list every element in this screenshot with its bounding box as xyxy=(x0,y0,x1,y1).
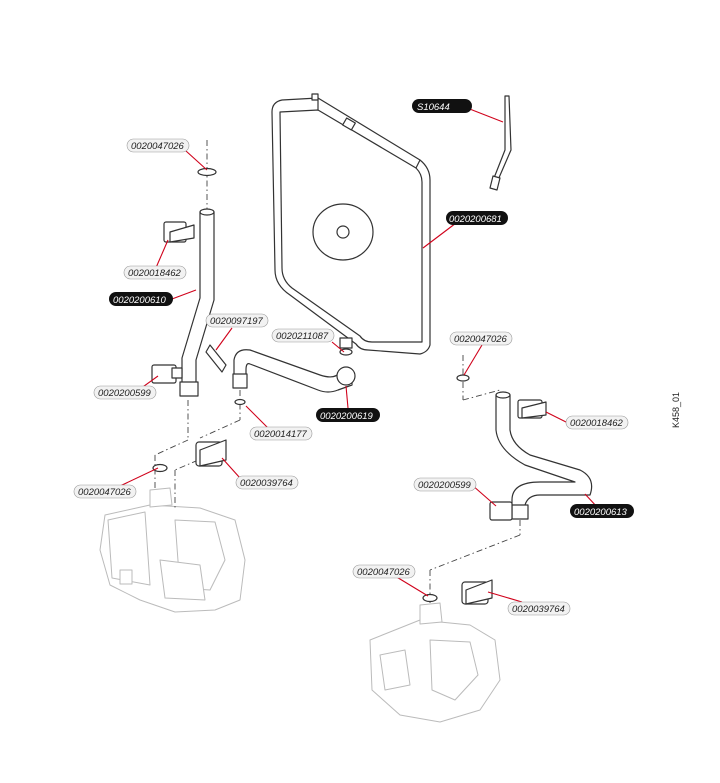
part-label-text: 0020200619 xyxy=(320,411,374,422)
part-label[interactable]: 0020047026 xyxy=(449,331,513,346)
part-label[interactable]: 0020200613 xyxy=(570,504,634,518)
part-label-text: 0020047026 xyxy=(454,334,508,345)
part-label-text: 0020200610 xyxy=(113,295,167,306)
part-label-text: 0020014177 xyxy=(254,429,308,440)
part-label-text: 0020211087 xyxy=(276,331,329,342)
o-rings xyxy=(152,439,493,605)
part-label-text: 0020200599 xyxy=(418,480,472,491)
part-label[interactable]: 0020014177 xyxy=(249,426,313,441)
part-label[interactable]: 0020039764 xyxy=(235,475,299,490)
expansion-vessel xyxy=(271,93,431,355)
pipe-right xyxy=(456,374,593,520)
part-label[interactable]: S10644 xyxy=(412,99,472,113)
part-label-text: 0020200613 xyxy=(574,507,628,518)
hydraulic-block-left xyxy=(99,487,246,613)
part-label[interactable]: 0020200619 xyxy=(316,408,380,422)
hydraulic-block-right xyxy=(369,602,501,723)
part-label[interactable]: 0020047026 xyxy=(126,138,190,153)
part-label[interactable]: 0020039764 xyxy=(507,601,571,616)
part-label-text: 0020200599 xyxy=(98,388,152,399)
part-label[interactable]: 0020200681 xyxy=(446,211,508,225)
part-label-text: 0020047026 xyxy=(78,487,132,498)
part-label-text: 0020097197 xyxy=(210,316,264,327)
assembly-axes xyxy=(154,140,521,605)
part-label[interactable]: 0020097197 xyxy=(205,313,269,328)
part-label[interactable]: 0020200599 xyxy=(413,477,477,492)
part-label-text: 0020018462 xyxy=(128,268,182,279)
part-label-text: S10644 xyxy=(417,102,450,113)
part-label[interactable]: 0020200610 xyxy=(109,292,173,306)
part-label[interactable]: 0020047026 xyxy=(352,564,416,579)
sensor-right xyxy=(489,501,513,521)
part-label[interactable]: 0020018462 xyxy=(565,415,629,430)
part-label-text: 0020039764 xyxy=(512,604,565,615)
pipe-middle xyxy=(232,348,356,406)
part-label-text: 0020047026 xyxy=(357,567,411,578)
sensor-left xyxy=(151,364,183,384)
part-label[interactable]: 0020018462 xyxy=(123,265,187,280)
drawing-reference: K458_01 xyxy=(671,392,681,428)
part-labels: S10644 0020047026 0020200681 0020018462 … xyxy=(73,99,634,616)
capillary-sensor xyxy=(489,95,512,191)
part-label-text: 0020018462 xyxy=(570,418,624,429)
pipe-left xyxy=(163,167,217,397)
part-label-text: 0020200681 xyxy=(449,214,502,225)
part-label[interactable]: 0020200599 xyxy=(93,385,157,400)
part-label-text: 0020039764 xyxy=(240,478,293,489)
part-label-text: 0020047026 xyxy=(131,141,185,152)
part-label[interactable]: 0020047026 xyxy=(73,484,137,499)
part-label[interactable]: 0020211087 xyxy=(271,328,335,343)
clip-0020097197 xyxy=(205,344,227,373)
